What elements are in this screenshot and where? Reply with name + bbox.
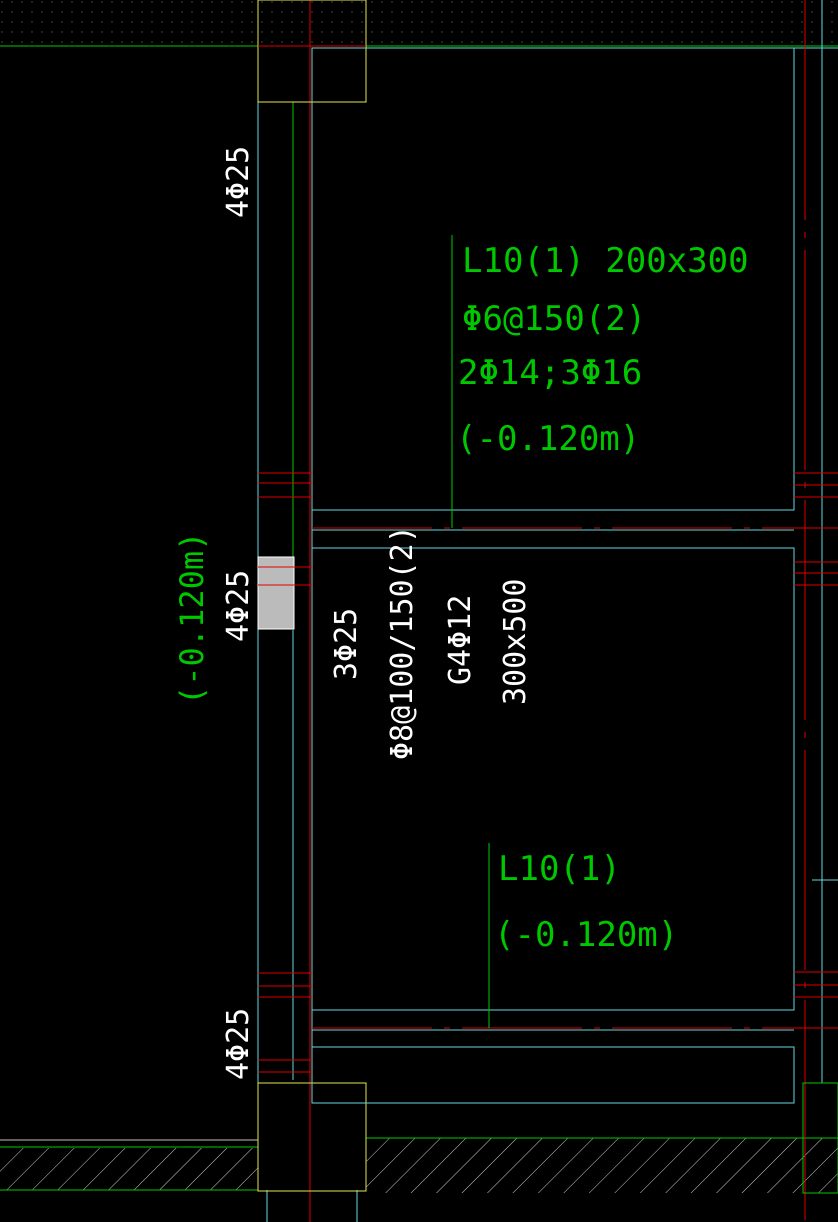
girder-stirrup-label: Φ8@100/150(2): [385, 525, 420, 760]
room-lower: [311, 1046, 795, 1104]
col-mid-elev-label: (-0.120m): [173, 532, 211, 705]
girder-bottom-label: 3Φ25: [329, 608, 364, 680]
rebar-marks-right: [794, 472, 838, 998]
girder-size-label: 300x500: [498, 579, 533, 705]
top-slab-band: [0, 0, 838, 44]
beam-upper-line1: L10(1) 200x300: [462, 241, 749, 281]
room-middle: [311, 547, 795, 1011]
room-upper: [311, 47, 795, 511]
beam-upper-line4: (-0.120m): [456, 419, 640, 459]
col-top-rebar-label: 4Φ25: [221, 146, 256, 218]
bottom-hatch-right: [366, 1138, 838, 1193]
rebar-marks-left: [258, 472, 312, 1073]
selected-column-mark: [257, 556, 295, 630]
beam-lower-line2: (-0.120m): [494, 915, 678, 955]
girder-side-label: G4Φ12: [443, 595, 478, 685]
col-bot-rebar-label: 4Φ25: [221, 1008, 256, 1080]
beam-lower-line1: L10(1): [498, 849, 621, 889]
beam-upper-line3: 2Φ14;3Φ16: [458, 353, 642, 393]
col-mid-rebar-label: 4Φ25: [221, 570, 256, 642]
beam-upper-line2: Φ6@150(2): [462, 299, 646, 339]
column-right-bottom: [802, 1082, 838, 1194]
bottom-hatch-left: [0, 1148, 258, 1190]
